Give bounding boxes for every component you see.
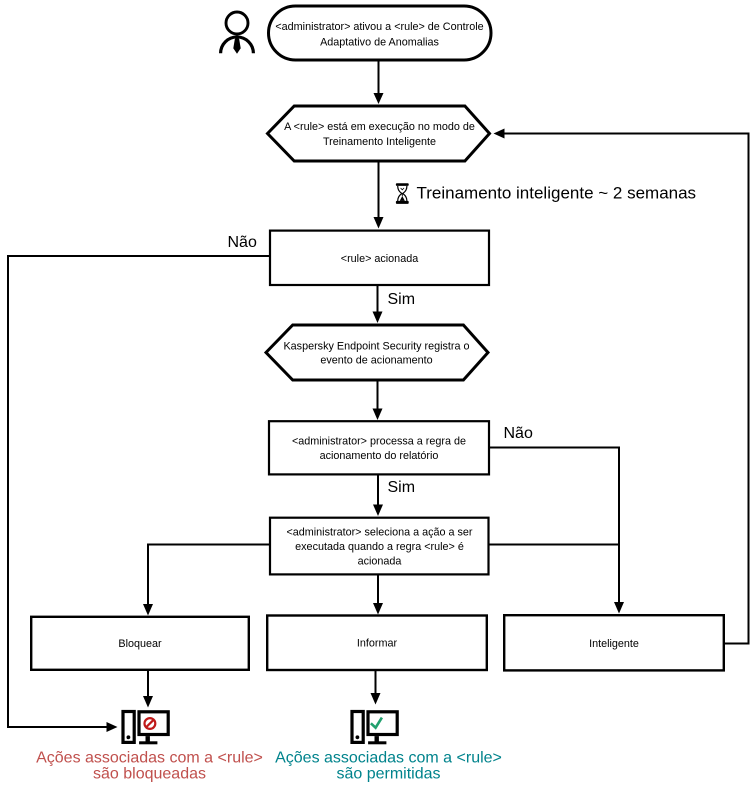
svg-text:Ações associadas com a <rule>: Ações associadas com a <rule> bbox=[36, 750, 263, 767]
svg-text:A <rule> está em execução no m: A <rule> está em execução no modo de bbox=[284, 121, 475, 133]
svg-text:Informar: Informar bbox=[357, 637, 398, 649]
svg-text:Bloquear: Bloquear bbox=[118, 638, 162, 650]
svg-text:Ações associadas com a <rule>: Ações associadas com a <rule> bbox=[275, 750, 502, 767]
svg-text:acionada: acionada bbox=[358, 556, 402, 568]
svg-text:<rule> acionada: <rule> acionada bbox=[341, 253, 418, 265]
svg-text:acionamento do relatório: acionamento do relatório bbox=[320, 450, 439, 462]
svg-text:Treinamento Inteligente: Treinamento Inteligente bbox=[323, 136, 436, 148]
svg-text:<administrator> ativou a <rule: <administrator> ativou a <rule> de Contr… bbox=[275, 21, 483, 33]
svg-text:<administrator> seleciona a aç: <administrator> seleciona a ação a ser bbox=[286, 526, 472, 538]
svg-text:Treinamento inteligente ~ 2 se: Treinamento inteligente ~ 2 semanas bbox=[417, 184, 697, 203]
svg-text:Sim: Sim bbox=[388, 479, 416, 496]
svg-text:executada quando a regra <rule: executada quando a regra <rule> é bbox=[295, 541, 464, 553]
svg-text:evento de acionamento: evento de acionamento bbox=[320, 355, 432, 367]
svg-text:<administrator> processa a reg: <administrator> processa a regra de bbox=[292, 436, 466, 448]
svg-text:Inteligente: Inteligente bbox=[589, 638, 639, 650]
svg-text:Kaspersky Endpoint Security re: Kaspersky Endpoint Security registra o bbox=[283, 340, 469, 352]
svg-text:são permitidas: são permitidas bbox=[336, 766, 440, 783]
svg-text:Não: Não bbox=[228, 234, 257, 251]
svg-text:Adaptativo de Anomalias: Adaptativo de Anomalias bbox=[320, 36, 439, 48]
svg-text:Sim: Sim bbox=[388, 291, 416, 308]
svg-text:são bloqueadas: são bloqueadas bbox=[93, 766, 206, 783]
svg-text:Não: Não bbox=[504, 425, 533, 442]
